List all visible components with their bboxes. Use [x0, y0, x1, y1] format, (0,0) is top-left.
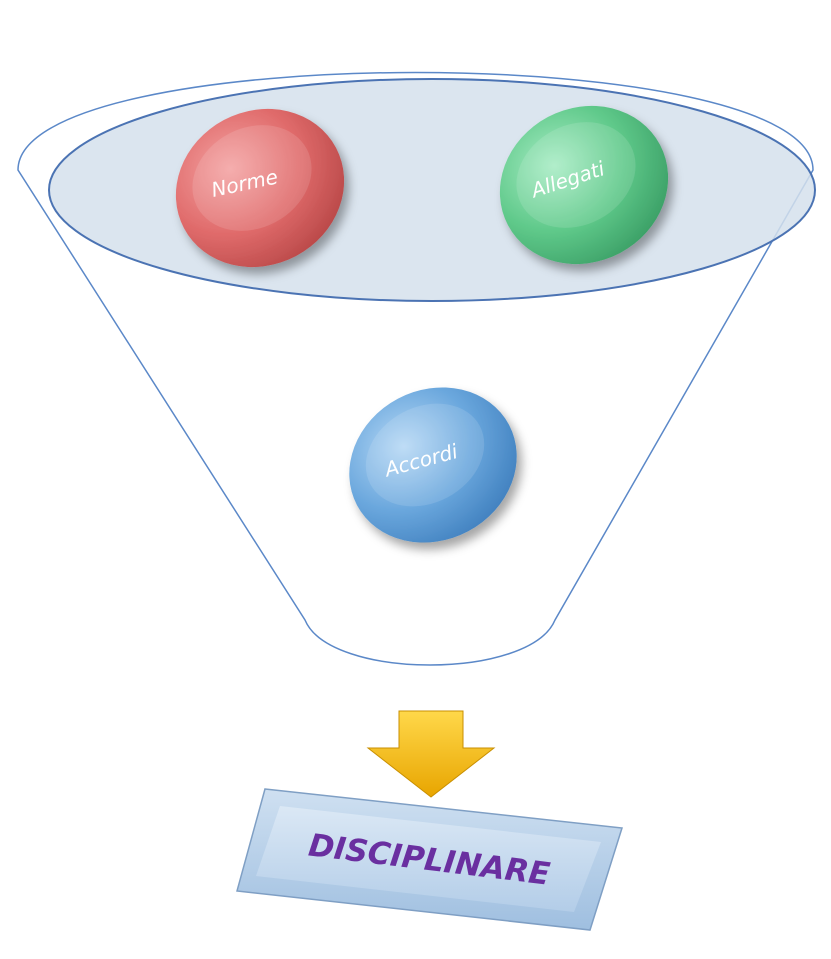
pill-allegati [499, 105, 669, 265]
down-arrow-icon [366, 710, 496, 798]
result-plate [236, 788, 623, 931]
pill-norme [175, 108, 345, 268]
pill-accordi [349, 387, 517, 543]
funnel-top-opening [48, 78, 816, 302]
